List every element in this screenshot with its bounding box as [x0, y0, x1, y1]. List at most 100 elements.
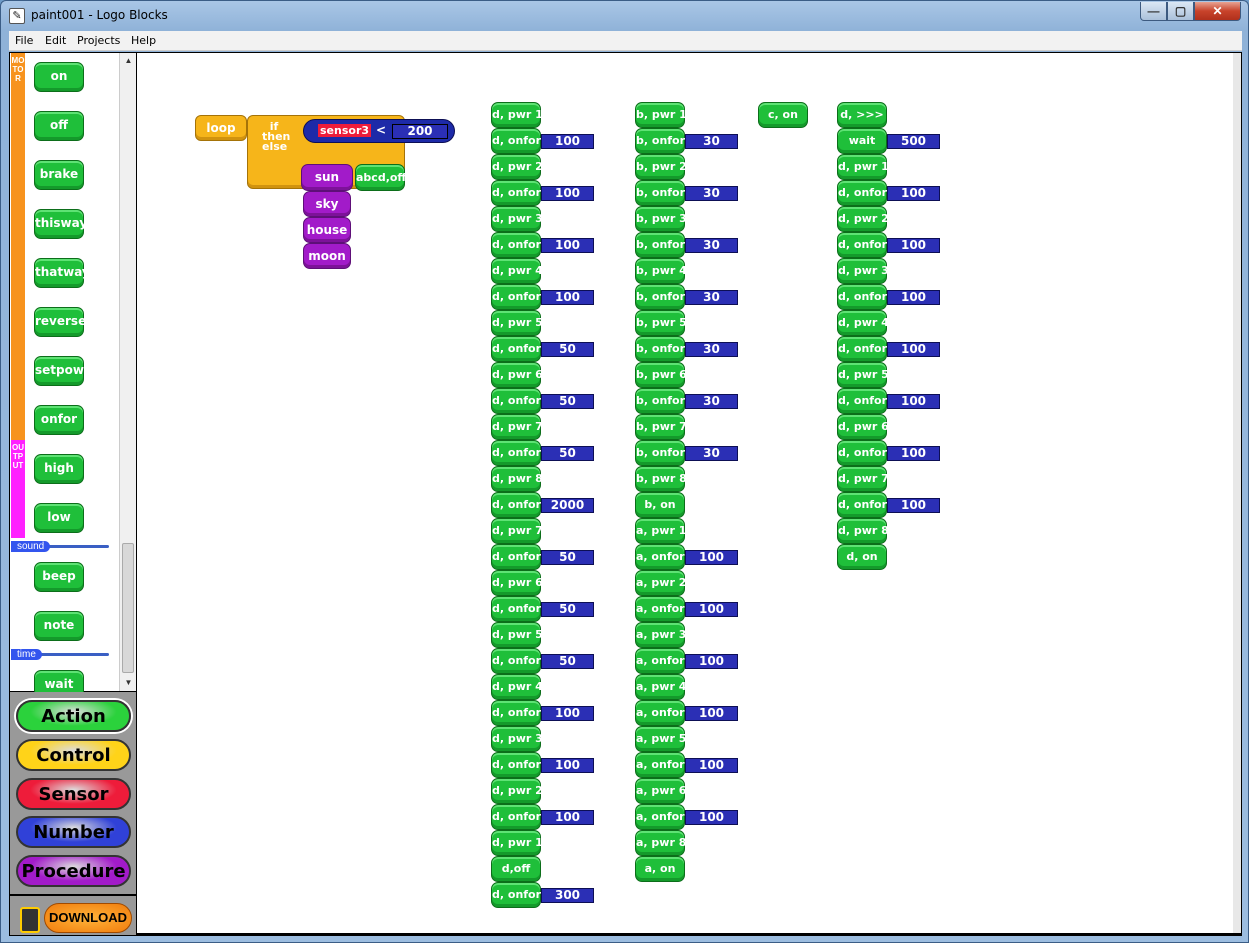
number-value-block[interactable]: 100 [685, 810, 738, 825]
number-value-block[interactable]: 100 [685, 602, 738, 617]
procedure-block[interactable]: d, pwr 1 [491, 102, 543, 128]
number-value-block[interactable]: 30 [685, 186, 738, 201]
app-icon[interactable]: ✎ [9, 8, 25, 24]
procedure-block[interactable]: d, pwr 4 [491, 674, 543, 700]
palette-block-note[interactable]: note [34, 611, 84, 641]
start-block[interactable]: start [194, 88, 244, 110]
procedure-block[interactable]: d, onfor [491, 648, 541, 674]
procedure-block[interactable]: d, onfor [491, 336, 541, 362]
procedure-header-sun[interactable]: sun [491, 78, 541, 98]
procedure-block[interactable]: d, pwr 2 [491, 778, 543, 804]
procedure-block[interactable]: d, onfor [837, 492, 887, 518]
procedure-block[interactable]: a, onfor [635, 752, 685, 778]
number-value-block[interactable]: 2000 [541, 498, 594, 513]
scroll-down-icon[interactable]: ▼ [124, 678, 133, 687]
number-value-block[interactable]: 100 [685, 654, 738, 669]
number-value-block[interactable]: 100 [541, 134, 594, 149]
maximize-button[interactable]: ▢ [1167, 2, 1194, 21]
number-value-block[interactable]: 100 [887, 238, 940, 253]
number-value-block[interactable]: 30 [685, 342, 738, 357]
threshold-value[interactable]: 200 [392, 124, 448, 139]
number-value-block[interactable]: 50 [541, 394, 594, 409]
category-button-sensor[interactable]: Sensor [16, 778, 131, 810]
procedure-block[interactable]: b, pwr 4 [635, 258, 687, 284]
procedure-block[interactable]: d, pwr 6 [491, 362, 543, 388]
category-output-strip[interactable]: OUTPUT [11, 440, 25, 538]
subtab-sound[interactable]: sound [11, 541, 110, 552]
procedure-block[interactable]: d, pwr 8 [491, 466, 543, 492]
number-value-block[interactable]: 50 [541, 654, 594, 669]
procedure-block[interactable]: b, pwr 2 [635, 154, 687, 180]
procedure-block[interactable]: a, pwr 8 [635, 830, 686, 856]
palette-block-low[interactable]: low [34, 503, 84, 533]
procedure-block[interactable]: d, onfor [491, 804, 541, 830]
number-value-block[interactable]: 100 [887, 394, 940, 409]
procedure-block[interactable]: d, on [837, 544, 887, 570]
number-value-block[interactable]: 100 [887, 186, 940, 201]
procedure-block[interactable]: d, pwr 2 [837, 206, 889, 232]
procedure-block[interactable]: a, onfor [635, 596, 685, 622]
menu-edit[interactable]: Edit [45, 34, 67, 47]
category-motor-strip[interactable]: MOTOR [11, 53, 25, 440]
number-value-block[interactable]: 30 [685, 446, 738, 461]
procedure-block[interactable]: d, pwr 7 [491, 518, 543, 544]
number-value-block[interactable]: 50 [541, 342, 594, 357]
procedure-block[interactable]: d, pwr 3 [491, 726, 543, 752]
comparison-block[interactable]: sensor3 < 200 [303, 119, 455, 143]
number-value-block[interactable]: 100 [685, 758, 738, 773]
procedure-block[interactable]: d, onfor [837, 336, 887, 362]
palette-block-beep[interactable]: beep [34, 562, 84, 592]
minimize-button[interactable]: — [1140, 2, 1167, 21]
procedure-block[interactable]: d, onfor [491, 492, 541, 518]
procedure-block[interactable]: d, onfor [491, 440, 541, 466]
procedure-block[interactable]: a, on [635, 856, 685, 882]
procedure-block[interactable]: b, pwr 7 [635, 414, 687, 440]
menu-help[interactable]: Help [131, 34, 157, 47]
procedure-block[interactable]: d, pwr 5 [491, 622, 543, 648]
procedure-block[interactable]: d, pwr 7 [491, 414, 543, 440]
number-value-block[interactable]: 100 [541, 290, 594, 305]
procedure-block[interactable]: d, onfor [491, 700, 541, 726]
procedure-block[interactable]: d, onfor [837, 180, 887, 206]
number-value-block[interactable]: 50 [541, 550, 594, 565]
procedure-block[interactable]: b, onfor [635, 232, 685, 258]
palette-block-brake[interactable]: brake [34, 160, 84, 190]
procedure-block[interactable]: d, pwr 8 [837, 518, 889, 544]
number-value-block[interactable]: 100 [887, 290, 940, 305]
sensor-block[interactable]: sensor3 [318, 124, 372, 137]
palette-block-on[interactable]: on [34, 62, 84, 92]
call-moon-block[interactable]: moon [303, 243, 351, 269]
palette-block-thisway[interactable]: thisway [34, 209, 87, 239]
close-button[interactable]: ✕ [1194, 2, 1241, 21]
procedure-block[interactable]: a, pwr 6 [635, 778, 686, 804]
procedure-header-sky[interactable]: sky [635, 78, 685, 98]
procedure-header-moon[interactable]: moon [837, 78, 887, 98]
procedure-block[interactable]: a, pwr 4 [635, 674, 686, 700]
procedure-block[interactable]: d, onfor [491, 388, 541, 414]
number-value-block[interactable]: 100 [685, 706, 738, 721]
procedure-block[interactable]: d, pwr 5 [837, 362, 889, 388]
palette-block-high[interactable]: high [34, 454, 84, 484]
procedure-block[interactable]: b, pwr 6 [635, 362, 687, 388]
procedure-block[interactable]: b, pwr 3 [635, 206, 687, 232]
category-button-action[interactable]: Action [16, 700, 131, 732]
palette-block-setpower[interactable]: setpower [34, 356, 98, 386]
procedure-block[interactable]: d, onfor [491, 596, 541, 622]
procedure-block[interactable]: b, pwr 5 [635, 310, 687, 336]
procedure-block[interactable]: d, onfor [491, 232, 541, 258]
procedure-block[interactable]: a, onfor [635, 700, 685, 726]
procedure-header-house[interactable]: house [758, 78, 808, 98]
menu-file[interactable]: File [15, 34, 34, 47]
number-value-block[interactable]: 50 [541, 446, 594, 461]
menu-projects[interactable]: Projects [77, 34, 121, 47]
procedure-block[interactable]: d, onfor [491, 180, 541, 206]
number-value-block[interactable]: 300 [541, 888, 594, 903]
palette-block-reverse[interactable]: reverse [34, 307, 86, 337]
procedure-block[interactable]: d, pwr 3 [491, 206, 543, 232]
palette-block-onfor[interactable]: onfor [34, 405, 84, 435]
procedure-block[interactable]: a, pwr 5 [635, 726, 686, 752]
call-house-block[interactable]: house [303, 217, 351, 243]
program-canvas[interactable]: start loop if then else sensor3 < 200 su… [137, 53, 1233, 933]
procedure-block[interactable]: b, on [635, 492, 685, 518]
number-value-block[interactable]: 500 [887, 134, 940, 149]
